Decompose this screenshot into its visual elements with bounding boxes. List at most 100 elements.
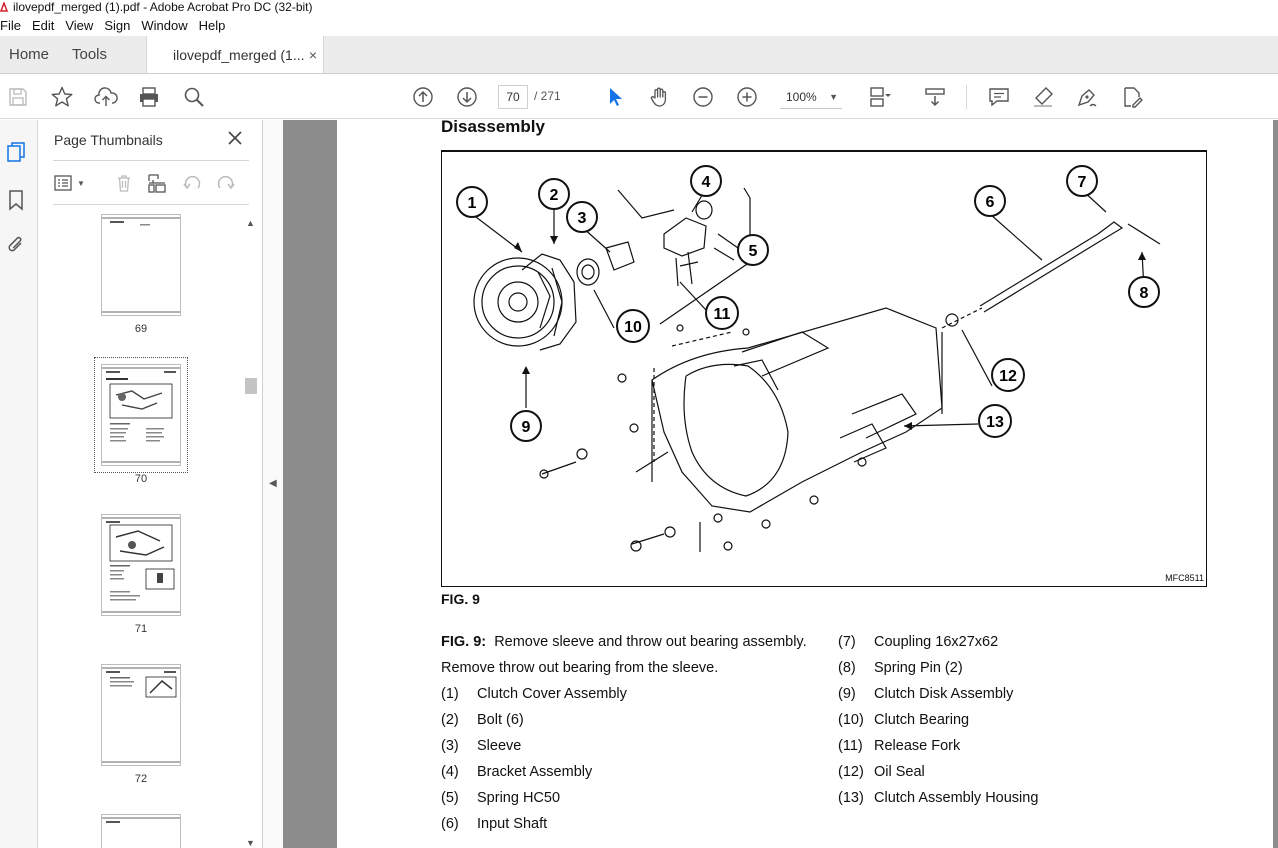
- svg-text:6: 6: [986, 194, 995, 211]
- tab-tools[interactable]: Tools: [72, 46, 108, 63]
- edit-icon[interactable]: [1118, 83, 1146, 111]
- attachment-icon[interactable]: [5, 233, 27, 257]
- menu-file[interactable]: File: [0, 17, 21, 33]
- menu-window[interactable]: Window: [141, 17, 188, 33]
- tab-bar: Home Tools ilovepdf_merged (1... ×: [0, 36, 1278, 74]
- part-row: (6)Input Shaft: [441, 816, 548, 832]
- comment-icon[interactable]: [985, 83, 1013, 111]
- tab-document-label: ilovepdf_merged (1...: [173, 46, 305, 63]
- zoom-out-icon[interactable]: [689, 83, 717, 111]
- part-row: (10)Clutch Bearing: [838, 712, 970, 728]
- page-up-icon[interactable]: [409, 83, 437, 111]
- bookmark-icon[interactable]: [5, 188, 27, 212]
- thumbnail-page-72[interactable]: [101, 664, 181, 766]
- scroll-down-icon[interactable]: ▼: [246, 838, 255, 848]
- thumbnail-label: 69: [134, 323, 148, 335]
- caption-prefix: FIG. 9:: [441, 634, 487, 650]
- caption-line-2: Remove throw out bearing from the sleeve…: [441, 660, 719, 676]
- window-title: ilovepdf_merged (1).pdf - Adobe Acrobat …: [13, 0, 313, 14]
- svg-text:12: 12: [999, 368, 1017, 385]
- part-row: (4)Bracket Assembly: [441, 764, 593, 780]
- thumbnail-page-73[interactable]: [101, 814, 181, 848]
- part-row: (3)Sleeve: [441, 738, 522, 754]
- part-row: (8)Spring Pin (2): [838, 660, 963, 676]
- zoom-value: 100%: [786, 90, 817, 104]
- svg-text:5: 5: [749, 243, 758, 260]
- callout-markers: 1 2 3 4 5 6 7 8 9 10 11 12 13: [456, 165, 1160, 442]
- document-viewport[interactable]: Disassembly: [283, 120, 1278, 848]
- star-icon[interactable]: [48, 83, 76, 111]
- highlight-icon[interactable]: [1029, 83, 1057, 111]
- upload-icon[interactable]: [92, 83, 120, 111]
- extract-pages-icon[interactable]: [146, 172, 168, 194]
- clutch-assembly-drawing: 1 2 3 4 5 6 7 8 9 10 11 12 13: [456, 165, 1161, 552]
- svg-text:9: 9: [522, 419, 531, 436]
- svg-text:3: 3: [578, 210, 587, 227]
- page-number-input[interactable]: 70: [498, 85, 528, 109]
- tab-home[interactable]: Home: [9, 46, 50, 63]
- thumbnail-tools: ▼: [53, 170, 249, 198]
- close-icon[interactable]: [227, 130, 243, 146]
- part-row: (12)Oil Seal: [838, 764, 925, 780]
- save-icon[interactable]: [4, 83, 32, 111]
- caption-line-1: Remove sleeve and throw out bearing asse…: [494, 634, 807, 650]
- menu-view[interactable]: View: [65, 17, 94, 33]
- svg-text:7: 7: [1078, 174, 1087, 191]
- page-thumbnails-panel: Page Thumbnails ▼ 69: [39, 120, 263, 848]
- thumbnail-scrollbar[interactable]: ▲ ▼: [242, 214, 260, 848]
- chevron-down-icon[interactable]: ▼: [77, 178, 85, 188]
- part-row: (5)Spring HC50: [441, 790, 561, 806]
- thumbnail-page-71[interactable]: [101, 514, 181, 616]
- panel-title: Page Thumbnails: [54, 132, 163, 148]
- svg-text:2: 2: [550, 187, 559, 204]
- section-heading: Disassembly: [441, 120, 545, 136]
- figure-code: MFC8511: [1165, 573, 1204, 583]
- draw-icon[interactable]: [1073, 83, 1101, 111]
- part-row: (7)Coupling 16x27x62: [838, 634, 999, 650]
- figure-label: FIG. 9: [441, 591, 480, 607]
- page-thumbnails-icon[interactable]: [5, 140, 27, 164]
- scroll-up-icon[interactable]: ▲: [246, 218, 255, 228]
- options-menu-icon[interactable]: [53, 172, 75, 194]
- thumbnail-page-70[interactable]: [94, 357, 188, 473]
- svg-text:13: 13: [986, 414, 1004, 431]
- page-view-icon[interactable]: [866, 83, 894, 111]
- delete-icon[interactable]: [113, 172, 135, 194]
- navigation-rail: [0, 120, 38, 848]
- page-down-icon[interactable]: [453, 83, 481, 111]
- part-row: (9)Clutch Disk Assembly: [838, 686, 1014, 702]
- rotate-left-icon[interactable]: [181, 172, 203, 194]
- part-row: (1)Clutch Cover Assembly: [441, 686, 627, 702]
- hand-icon[interactable]: [645, 83, 673, 111]
- part-row: (11)Release Fork: [838, 738, 961, 754]
- search-icon[interactable]: [180, 83, 208, 111]
- figure-caption: FIG. 9: Remove sleeve and throw out bear…: [441, 634, 807, 650]
- exploded-diagram: 1 2 3 4 5 6 7 8 9 10 11 12 13 MFC8511: [441, 150, 1207, 587]
- rotate-right-icon[interactable]: [215, 172, 237, 194]
- collapse-panel-handle[interactable]: ◀: [263, 120, 283, 848]
- tab-close-icon[interactable]: ×: [308, 46, 317, 63]
- thumbnail-label: 72: [134, 773, 148, 785]
- zoom-select[interactable]: 100% ▼: [780, 85, 842, 109]
- menu-edit[interactable]: Edit: [31, 17, 55, 33]
- thumbnail-page-69[interactable]: [101, 214, 181, 316]
- menu-help[interactable]: Help: [198, 17, 226, 33]
- svg-text:1: 1: [468, 195, 477, 212]
- zoom-in-icon[interactable]: [733, 83, 761, 111]
- menu-bar: File Edit View Sign Window Help: [0, 15, 1278, 35]
- scroll-thumb[interactable]: [245, 378, 257, 394]
- select-cursor-icon[interactable]: [601, 83, 629, 111]
- scroll-icon[interactable]: [921, 83, 949, 111]
- thumbnail-preview: [102, 367, 180, 463]
- print-icon[interactable]: [135, 83, 163, 111]
- svg-text:10: 10: [624, 319, 642, 336]
- thumbnail-label: 71: [134, 623, 148, 635]
- tab-document[interactable]: ilovepdf_merged (1... ×: [146, 36, 324, 73]
- menu-sign[interactable]: Sign: [104, 17, 131, 33]
- svg-text:4: 4: [702, 174, 711, 191]
- thumbnail-label: 70: [134, 473, 148, 485]
- main-toolbar: 70 / 271 100% ▼: [0, 75, 1278, 119]
- thumbnail-preview: [102, 667, 180, 763]
- thumbnail-list: 69 70: [39, 214, 243, 848]
- part-row: (13)Clutch Assembly Housing: [838, 790, 1039, 806]
